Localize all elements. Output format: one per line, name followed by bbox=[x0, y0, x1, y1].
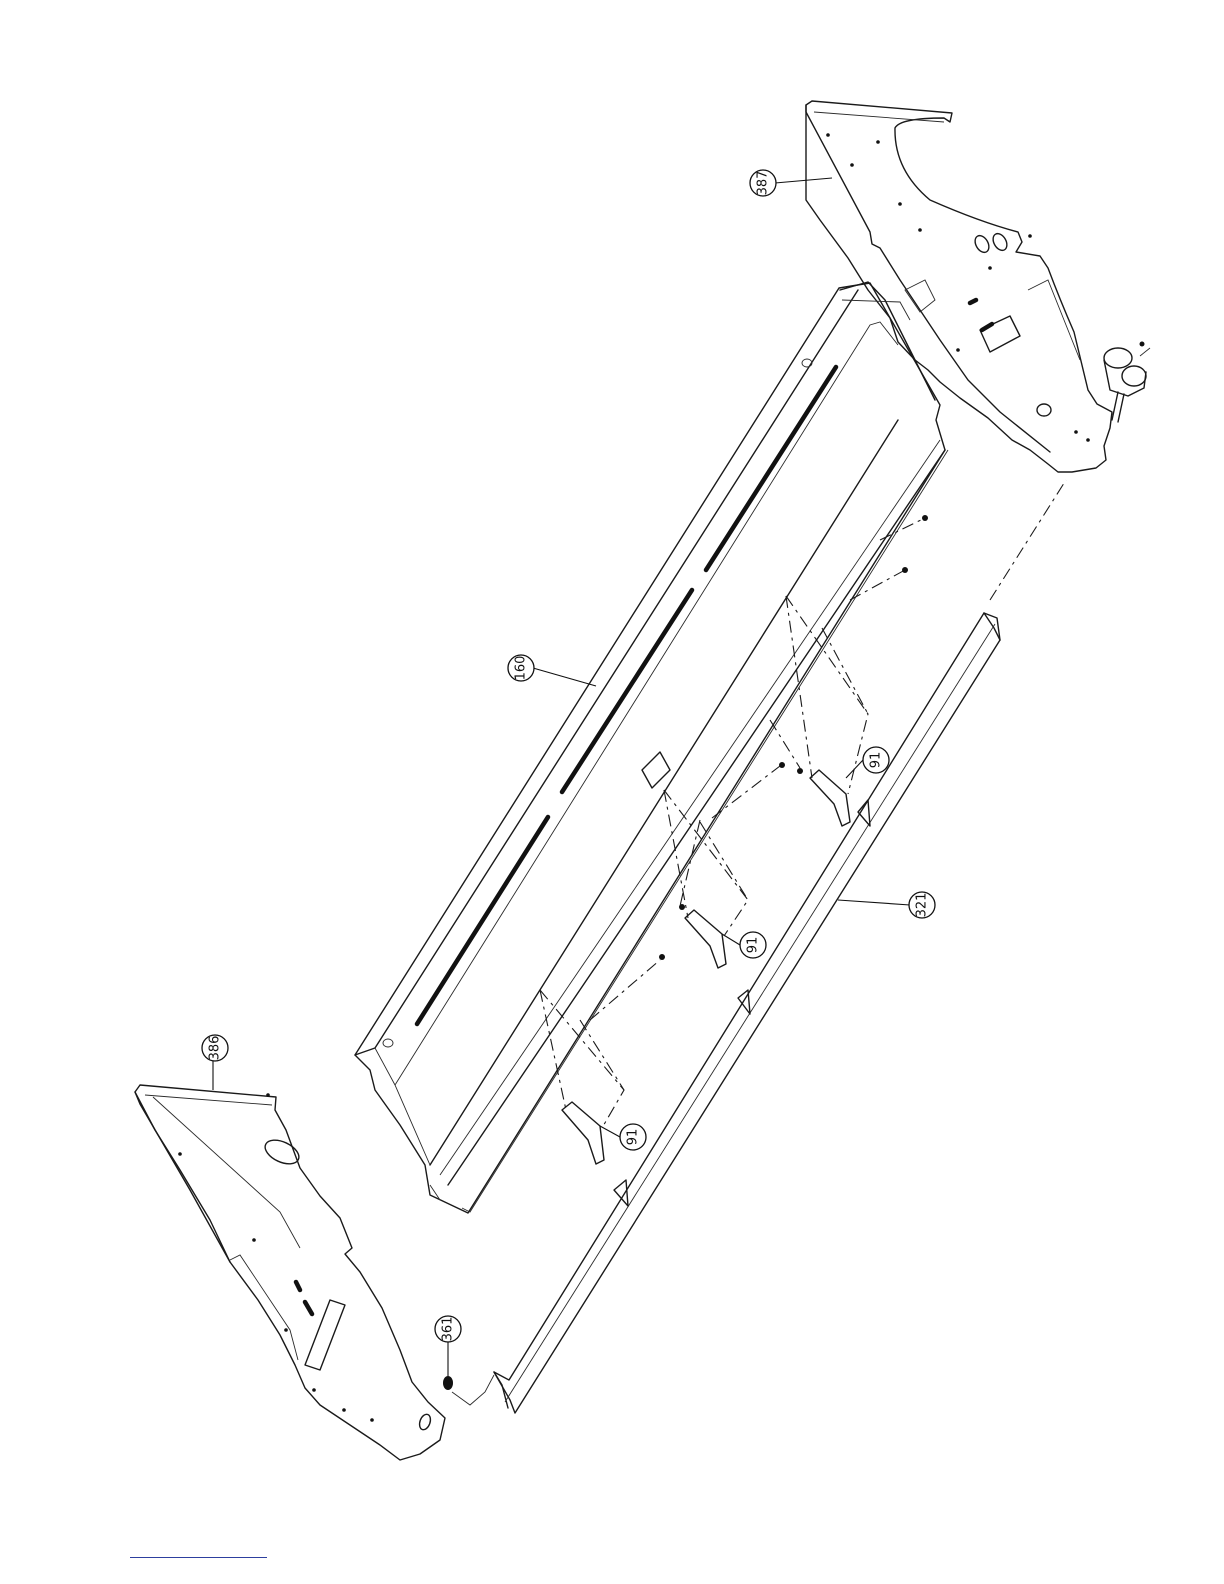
callout-label: 321 bbox=[915, 893, 930, 918]
callout-label: 361 bbox=[441, 1317, 456, 1342]
callout-387: 387 bbox=[750, 170, 832, 196]
motor-assembly bbox=[1104, 342, 1150, 423]
callout-361: 361 bbox=[435, 1316, 461, 1376]
callout-91-left: 91 bbox=[600, 1124, 646, 1150]
grommet bbox=[443, 1376, 453, 1390]
callout-label: 160 bbox=[514, 656, 529, 681]
callout-386: 386 bbox=[202, 1035, 228, 1090]
callout-label: 387 bbox=[756, 171, 771, 196]
footer-rule bbox=[130, 1557, 267, 1558]
bracket-set bbox=[540, 480, 1066, 1206]
callout-label: 91 bbox=[626, 1129, 641, 1146]
side-panel-left bbox=[135, 1085, 494, 1460]
callout-label: 386 bbox=[208, 1036, 223, 1061]
callout-160: 160 bbox=[508, 655, 596, 686]
main-tray bbox=[355, 282, 948, 1213]
callout-label: 91 bbox=[746, 937, 761, 954]
callout-321: 321 bbox=[838, 892, 935, 918]
callout-91-middle: 91 bbox=[722, 932, 766, 958]
callout-91-right: 91 bbox=[846, 747, 889, 778]
side-panel-right bbox=[806, 101, 1150, 472]
callout-label: 91 bbox=[869, 752, 884, 769]
lower-rail bbox=[494, 613, 1000, 1413]
